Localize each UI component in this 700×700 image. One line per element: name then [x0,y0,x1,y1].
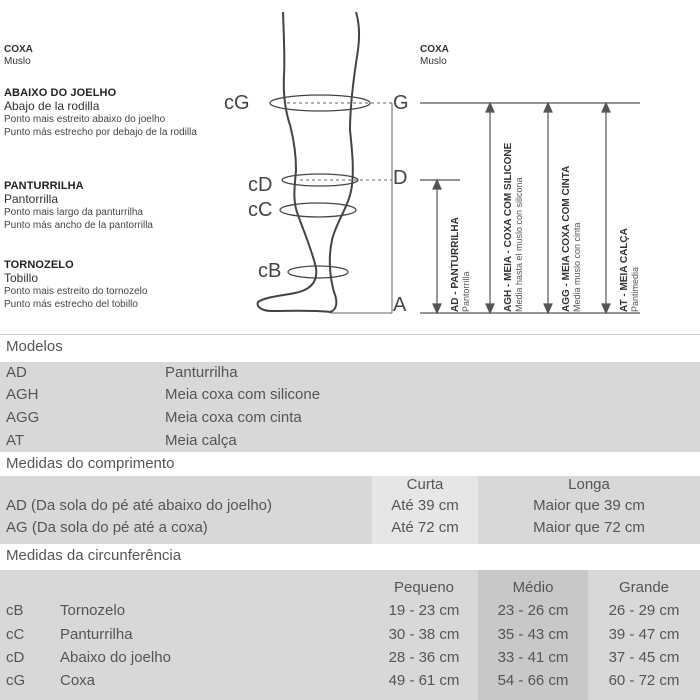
tornozelo-label: TORNOZELO Tobillo Ponto mais estreito do… [4,259,147,311]
modelo-code: AGH [6,386,39,403]
abaixo-joelho-label: ABAIXO DO JOELHO Abajo de la rodilla Pon… [4,87,197,139]
header-grande: Grande [618,579,670,596]
cG-label: cG [224,92,250,114]
panturrilha-desc-es: Punto más ancho de la pantorrilla [4,220,153,231]
panturrilha-pt: PANTURRILHA [4,180,84,192]
header-curta: Curta [406,476,444,493]
circ-name: Coxa [60,672,96,689]
tornozelo-es: Tobillo [4,271,39,285]
divider [0,334,700,335]
circ-code: cD [6,649,25,666]
circ-grande: 60 - 72 cm [608,672,680,689]
cD-label: cD [248,174,273,196]
length-label-at-sub: Pantimedia [630,266,640,312]
circ-name: Tornozelo [60,602,126,619]
abaixo-joelho-es: Abajo de la rodilla [4,99,100,113]
circ-code: cC [6,626,25,643]
panturrilha-label: PANTURRILHA Pantorrilla Ponto mais largo… [4,180,153,232]
comprimento-row-label: AG (Da sola do pé até a coxa) [6,519,208,536]
length-label-agh: AGH - MEIA - COXA COM SILICONE Media has… [503,143,525,312]
panturrilha-desc-pt: Ponto mais largo da panturrilha [4,207,143,218]
tornozelo-desc-es: Punto más estrecho del tobillo [4,299,138,310]
length-label-at: AT - MEIA CALÇA Pantimedia [619,228,641,312]
coxa-left-label: COXA Muslo [4,44,33,68]
length-label-agg-title: AGG - MEIA COXA COM CINTA [561,165,572,312]
length-label-ad-sub: Pantorrilla [461,271,471,312]
circ-grande: 26 - 29 cm [608,602,680,619]
cD-ring [281,173,359,187]
header-longa: Longa [568,476,610,493]
abaixo-joelho-desc-pt: Ponto mais estreito abaixo do joelho [4,114,166,125]
header-pequeno: Pequeno [393,579,455,596]
modelo-name: Panturrilha [165,364,238,381]
modelo-name: Meia coxa com cinta [165,409,302,426]
point-D-label: D [393,167,408,189]
comprimento-title: Medidas do comprimento [0,452,700,476]
cG-ring [269,94,371,112]
circ-grande: 39 - 47 cm [608,626,680,643]
tornozelo-desc-pt: Ponto mais estreito do tornozelo [4,286,148,297]
circunferencia-title: Medidas da circunferência [0,544,700,570]
coxa-left-pt: COXA [4,44,33,55]
leg-diagram [256,11,640,315]
comprimento-curta: Até 39 cm [391,497,459,514]
comprimento-curta: Até 72 cm [391,519,459,536]
point-G-label: G [393,92,409,114]
panturrilha-es: Pantorrilla [4,192,59,206]
cC-ring [279,202,357,218]
coxa-right-pt: COXA [420,44,449,55]
comprimento-row-label: AD (Da sola do pé até abaixo do joelho) [6,497,273,514]
modelo-name: Meia coxa com silicone [165,386,321,403]
modelo-code: AT [6,432,25,449]
coxa-left-es: Muslo [4,56,31,67]
circ-name: Panturrilha [60,626,133,643]
cC-label: cC [248,199,273,221]
modelo-code: AD [6,364,27,381]
length-label-ad: AD - PANTURRILHA Pantorrilla [450,217,472,312]
coxa-right-es: Muslo [420,56,447,67]
circ-grande: 37 - 45 cm [608,649,680,666]
circ-pequeno: 28 - 36 cm [388,649,460,666]
abaixo-joelho-desc-es: Punto más estrecho por debajo de la rodi… [4,127,197,138]
length-label-ad-title: AD - PANTURRILHA [450,217,461,312]
length-label-agh-title: AGH - MEIA - COXA COM SILICONE [503,142,514,312]
cB-label: cB [258,260,282,282]
curta-column-bg [372,476,478,544]
modelo-name: Meia calça [165,432,237,449]
circ-medio: 23 - 26 cm [497,602,569,619]
circ-medio: 54 - 66 cm [497,672,569,689]
medio-column-bg [478,570,588,700]
circ-name: Abaixo do joelho [60,649,171,666]
comprimento-longa: Maior que 72 cm [533,519,645,536]
circ-code: cB [6,602,24,619]
comprimento-band [0,476,700,544]
circ-pequeno: 19 - 23 cm [388,602,460,619]
tornozelo-pt: TORNOZELO [4,259,74,271]
circ-medio: 33 - 41 cm [497,649,569,666]
cB-ring [287,265,349,279]
modelos-title: Modelos [0,336,700,362]
circ-medio: 35 - 43 cm [497,626,569,643]
comprimento-longa: Maior que 39 cm [533,497,645,514]
length-label-agh-sub: Media hasta el muslo con silicona [514,177,524,312]
point-A-label: A [393,294,407,316]
circ-pequeno: 49 - 61 cm [388,672,460,689]
modelos-band [0,362,700,452]
circ-code: cG [6,672,26,689]
leg-outline [256,11,361,314]
circ-pequeno: 30 - 38 cm [388,626,460,643]
length-label-agg: AGG - MEIA COXA COM CINTA Media muslo co… [561,166,583,312]
abaixo-joelho-pt: ABAIXO DO JOELHO [4,87,117,99]
length-label-at-title: AT - MEIA CALÇA [619,228,630,312]
coxa-right-label: COXA Muslo [420,44,449,68]
length-label-agg-sub: Media muslo con cinta [572,222,582,312]
header-medio: Médio [512,579,554,596]
modelo-code: AGG [6,409,40,426]
